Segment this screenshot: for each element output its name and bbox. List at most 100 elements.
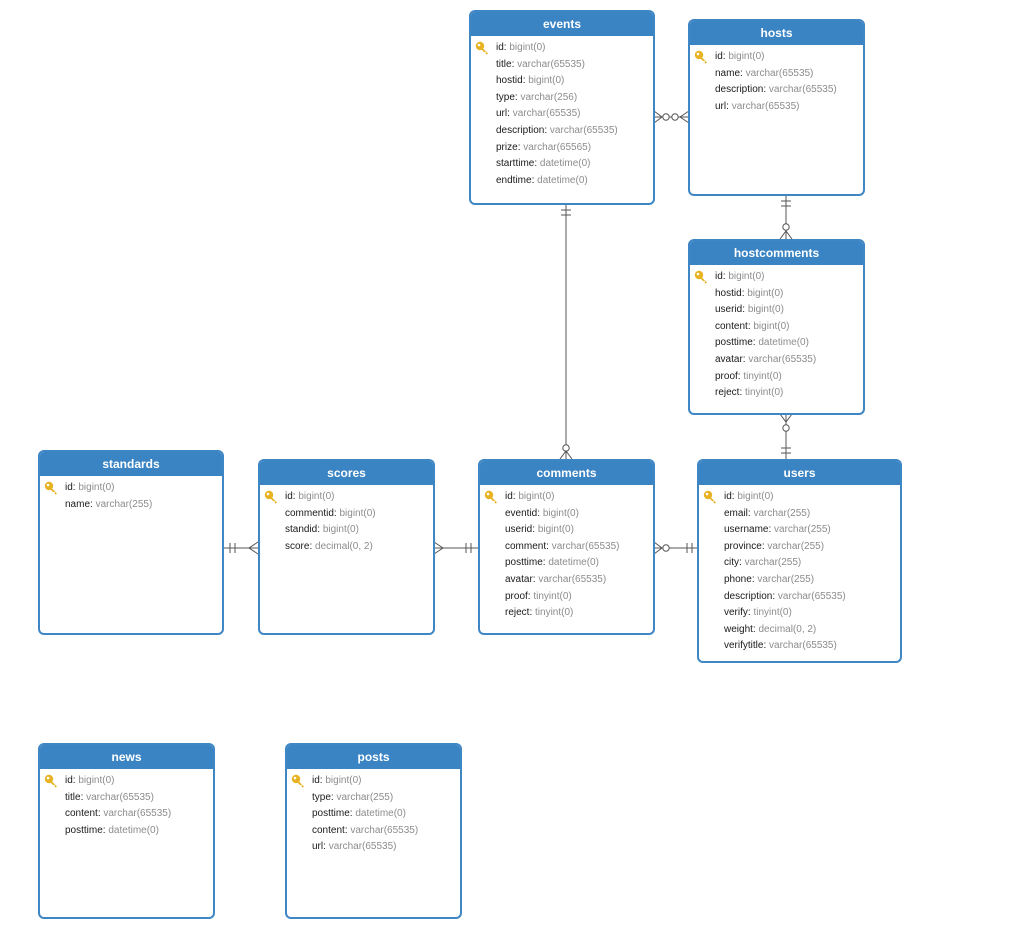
field-row[interactable]: username: varchar(255): [699, 522, 900, 539]
table-standards[interactable]: standards id: bigint(0)name: varchar(255): [38, 450, 224, 635]
field-name: name: [715, 67, 741, 79]
field-row[interactable]: comment: varchar(65535): [480, 539, 653, 556]
field-row[interactable]: id: bigint(0): [480, 489, 653, 506]
field-row[interactable]: proof: tinyint(0): [480, 589, 653, 606]
field-row[interactable]: id: bigint(0): [471, 40, 653, 57]
field-name: name: [65, 498, 91, 510]
field-row[interactable]: userid: bigint(0): [690, 302, 863, 319]
field-row[interactable]: posttime: datetime(0): [40, 823, 213, 840]
field-type: datetime(0): [108, 824, 159, 836]
field-row[interactable]: avatar: varchar(65535): [690, 352, 863, 369]
field-type: varchar(255): [753, 507, 811, 519]
field-separator: :: [80, 791, 87, 803]
field-name: id: [312, 775, 320, 786]
field-row[interactable]: url: varchar(65535): [690, 99, 863, 116]
table-title: hosts: [690, 21, 863, 45]
field-row[interactable]: avatar: varchar(65535): [480, 572, 653, 589]
field-type: varchar(65535): [551, 540, 620, 552]
field-row[interactable]: hostid: bigint(0): [690, 286, 863, 303]
field-row[interactable]: description: varchar(65535): [699, 589, 900, 606]
field-row[interactable]: id: bigint(0): [40, 773, 213, 790]
table-hosts[interactable]: hosts id: bigint(0)name: varchar(65535)de…: [688, 19, 865, 196]
field-type: varchar(255): [95, 498, 153, 510]
field-row[interactable]: verifytitle: varchar(65535): [699, 638, 900, 655]
field-name: hostid: [496, 75, 523, 87]
field-row[interactable]: posttime: datetime(0): [480, 555, 653, 572]
field-row[interactable]: content: varchar(65535): [40, 806, 213, 823]
field-row[interactable]: verify: tinyint(0): [699, 605, 900, 622]
key-icon: [703, 490, 716, 504]
field-row[interactable]: email: varchar(255): [699, 506, 900, 523]
field-row[interactable]: userid: bigint(0): [480, 522, 653, 539]
field-separator: :: [722, 51, 729, 62]
field-separator: :: [726, 100, 732, 112]
field-row[interactable]: id: bigint(0): [690, 269, 863, 286]
field-row[interactable]: type: varchar(255): [287, 790, 460, 807]
field-row[interactable]: prize: varchar(65565): [471, 140, 653, 157]
field-row[interactable]: province: varchar(255): [699, 539, 900, 556]
field-row[interactable]: id: bigint(0): [287, 773, 460, 790]
field-row[interactable]: hostid: bigint(0): [471, 73, 653, 90]
field-row[interactable]: posttime: datetime(0): [690, 335, 863, 352]
field-name: userid: [505, 524, 533, 536]
field-row[interactable]: name: varchar(255): [40, 497, 222, 514]
field-row[interactable]: reject: tinyint(0): [480, 605, 653, 622]
field-name: type: [312, 791, 331, 803]
field-row[interactable]: description: varchar(65535): [471, 123, 653, 140]
field-separator: :: [102, 824, 109, 836]
field-row[interactable]: reject: tinyint(0): [690, 385, 863, 402]
field-row[interactable]: id: bigint(0): [690, 49, 863, 66]
field-name: prize: [496, 141, 518, 153]
field-separator: :: [751, 573, 758, 585]
table-title: standards: [40, 452, 222, 476]
field-row[interactable]: title: varchar(65535): [40, 790, 213, 807]
connector-standards-scores: [223, 541, 259, 555]
field-row[interactable]: standid: bigint(0): [260, 522, 433, 539]
key-icon: [694, 270, 707, 284]
field-row[interactable]: posttime: datetime(0): [287, 806, 460, 823]
table-users[interactable]: users id: bigint(0)email: varchar(255)use…: [697, 459, 902, 663]
field-separator: :: [349, 808, 356, 820]
field-row[interactable]: title: varchar(65535): [471, 57, 653, 74]
field-type: datetime(0): [355, 808, 406, 820]
field-row[interactable]: weight: decimal(0, 2): [699, 622, 900, 639]
field-row[interactable]: url: varchar(65535): [471, 106, 653, 123]
field-type: bigint(0): [78, 775, 115, 786]
field-separator: :: [747, 320, 754, 332]
field-row[interactable]: score: decimal(0, 2): [260, 539, 433, 556]
field-row[interactable]: description: varchar(65535): [690, 82, 863, 99]
field-name: proof: [715, 370, 738, 382]
field-row[interactable]: commentid: bigint(0): [260, 506, 433, 523]
field-row[interactable]: eventid: bigint(0): [480, 506, 653, 523]
field-row[interactable]: id: bigint(0): [699, 489, 900, 506]
field-row[interactable]: id: bigint(0): [40, 480, 222, 497]
field-row[interactable]: endtime: datetime(0): [471, 173, 653, 190]
field-row[interactable]: type: varchar(256): [471, 90, 653, 107]
table-title: users: [699, 461, 900, 485]
field-list: id: bigint(0)type: varchar(255)posttime:…: [287, 769, 460, 856]
table-title: scores: [260, 461, 433, 485]
field-row[interactable]: starttime: datetime(0): [471, 156, 653, 173]
field-type: bigint(0): [728, 51, 765, 62]
field-row[interactable]: city: varchar(255): [699, 555, 900, 572]
field-row[interactable]: name: varchar(65535): [690, 66, 863, 83]
field-row[interactable]: proof: tinyint(0): [690, 369, 863, 386]
field-type: varchar(65535): [748, 353, 817, 365]
field-row[interactable]: id: bigint(0): [260, 489, 433, 506]
field-type: varchar(65535): [769, 640, 837, 652]
field-name: endtime: [496, 174, 532, 186]
field-row[interactable]: content: bigint(0): [690, 319, 863, 336]
field-row[interactable]: phone: varchar(255): [699, 572, 900, 589]
field-type: datetime(0): [537, 174, 588, 186]
field-row[interactable]: url: varchar(65535): [287, 839, 460, 856]
field-name: avatar: [715, 353, 743, 365]
field-row[interactable]: content: varchar(65535): [287, 823, 460, 840]
field-separator: :: [527, 590, 534, 602]
